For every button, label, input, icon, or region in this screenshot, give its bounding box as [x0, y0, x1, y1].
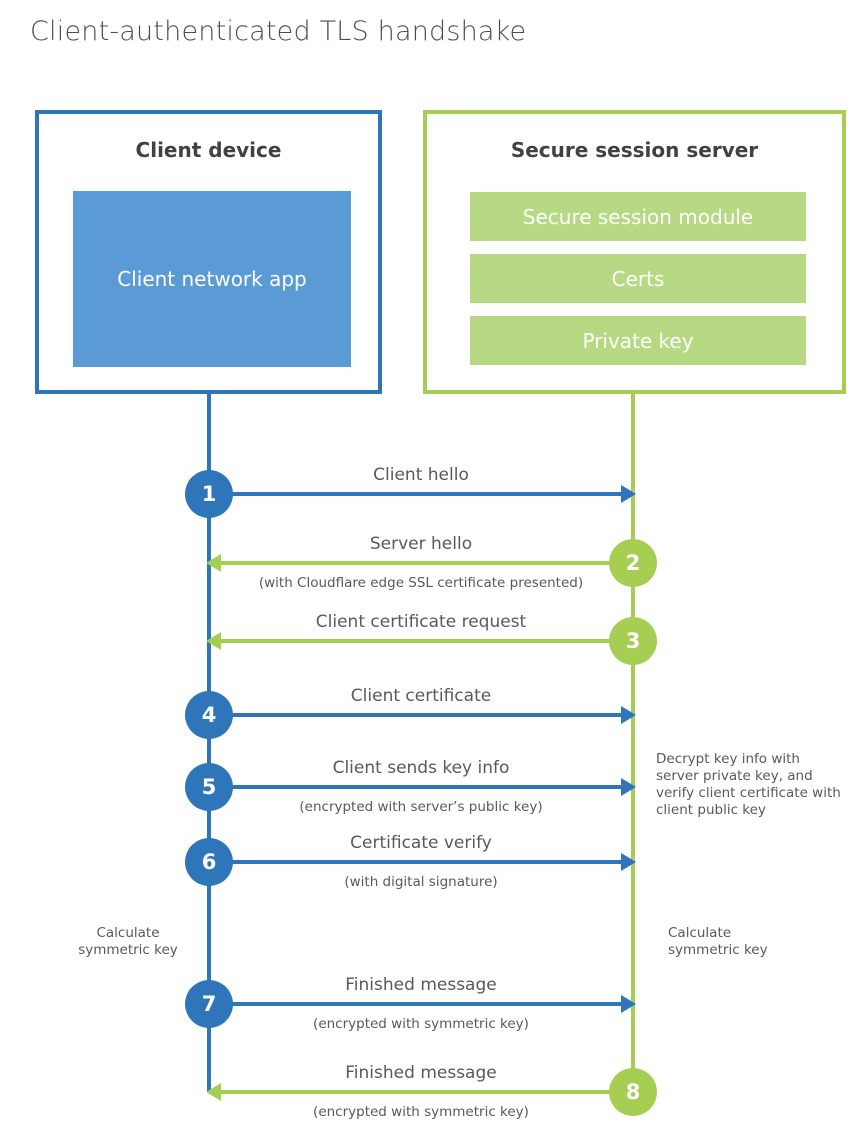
arrow-line [209, 639, 633, 643]
arrowhead-right-icon [621, 995, 636, 1013]
arrowhead-right-icon [621, 853, 636, 871]
step-number-badge: 8 [609, 1068, 657, 1116]
arrow-line [209, 492, 633, 496]
server-decrypt-note: Decrypt key info with server private key… [656, 751, 841, 818]
client-network-app-label: Client network app [117, 266, 307, 291]
server-module-private-key: Private key [470, 316, 806, 365]
arrowhead-left-icon [206, 554, 221, 572]
step-label: Finished message [345, 1063, 497, 1083]
client-device-title: Client device [135, 138, 282, 162]
arrowhead-left-icon [206, 1083, 221, 1101]
arrow-line [209, 713, 633, 717]
server-module-certs: Certs [470, 254, 806, 303]
step-label: Server hello [369, 534, 473, 554]
secure-session-server-box: Secure session server Secure session mod… [423, 110, 846, 394]
step-number-badge: 5 [185, 763, 233, 811]
client-calculate-symmetric-key-note: Calculate symmetric key [78, 925, 178, 959]
step-number-badge: 3 [609, 617, 657, 665]
step-label: Certificate verify [350, 833, 492, 853]
arrowhead-right-icon [621, 706, 636, 724]
step-sublabel: (with Cloudflare edge SSL certificate pr… [258, 575, 584, 591]
step-sublabel: (encrypted with symmetric key) [313, 1104, 529, 1120]
step-label: Finished message [345, 975, 497, 995]
arrowhead-left-icon [206, 632, 221, 650]
arrowhead-right-icon [621, 485, 636, 503]
arrow-line [209, 1090, 633, 1094]
arrowhead-right-icon [621, 778, 636, 796]
step-label: Client sends key info [332, 758, 510, 778]
step-number-badge: 4 [185, 691, 233, 739]
step-number-badge: 2 [609, 539, 657, 587]
client-device-box: Client device Client network app [35, 110, 382, 394]
arrow-line [209, 561, 633, 565]
page-title: Client-authenticated TLS handshake [30, 16, 527, 47]
step-number-badge: 7 [185, 980, 233, 1028]
step-sublabel: (with digital signature) [344, 874, 498, 890]
step-label: Client hello [373, 465, 469, 485]
step-label: Client certificate request [315, 612, 527, 632]
secure-session-server-title: Secure session server [510, 138, 759, 162]
server-module-secure-session: Secure session module [470, 192, 806, 241]
arrow-line [209, 860, 633, 864]
step-label: Client certificate [350, 686, 492, 706]
step-sublabel: (encrypted with server’s public key) [299, 799, 543, 815]
client-lifeline [207, 394, 211, 1092]
server-lifeline [631, 394, 635, 1092]
step-number-badge: 6 [185, 838, 233, 886]
client-network-app-box: Client network app [73, 191, 351, 367]
server-calculate-symmetric-key-note: Calculate symmetric key [668, 925, 768, 959]
arrow-line [209, 785, 633, 789]
step-number-badge: 1 [185, 470, 233, 518]
arrow-line [209, 1002, 633, 1006]
step-sublabel: (encrypted with symmetric key) [313, 1016, 529, 1032]
